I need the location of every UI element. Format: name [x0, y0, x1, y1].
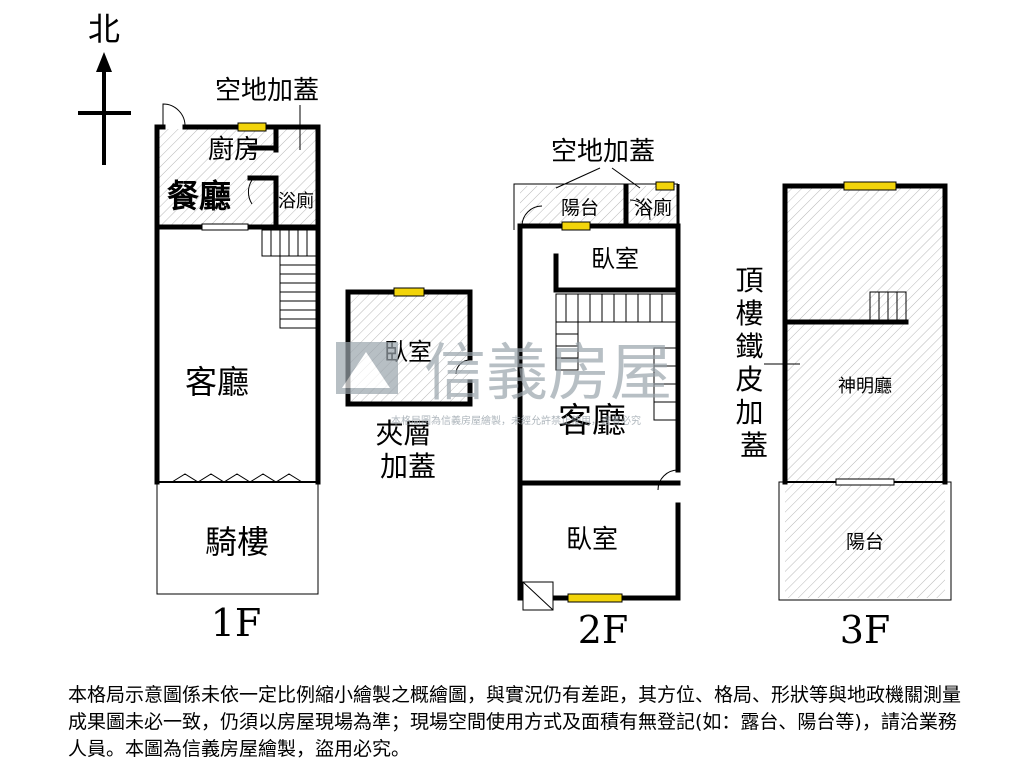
watermark-brand: 信義房屋	[424, 336, 672, 409]
floor-2f	[513, 167, 681, 611]
north-arrow-icon	[78, 52, 131, 165]
f1-wall-west	[154, 124, 166, 485]
f1-stairs-icon	[261, 229, 317, 329]
f3-shrine-hall-label: 神明廳	[838, 376, 892, 397]
f2-bath-door-icon	[629, 199, 651, 221]
mezz-window	[393, 287, 425, 297]
f2-stairs-icon	[555, 293, 677, 421]
f1-living-label: 客廳	[185, 363, 249, 401]
floor-3f	[764, 181, 952, 601]
f3-stairs-icon	[869, 291, 907, 323]
f1-wall-bath	[247, 175, 279, 230]
f1-window-north	[237, 122, 267, 132]
f2-annex-outline	[513, 183, 678, 230]
f2-living-label: 客廳	[558, 401, 626, 441]
f2-annex-pointer-b	[611, 167, 641, 189]
f2-wall-bedroom-top	[553, 253, 681, 293]
f1-arcade-label: 騎樓	[205, 523, 269, 561]
f3-floor-label: 3F	[840, 608, 891, 652]
f3-balcony-label: 陽台	[846, 531, 884, 553]
f1-hatched-area	[157, 129, 318, 227]
north-label: 北	[88, 10, 120, 48]
f2-annex-label: 空地加蓋	[551, 137, 655, 167]
f1-bath-door-icon	[248, 179, 253, 205]
f1-dining-label: 餐廳	[167, 177, 231, 215]
f2-walls-main	[517, 223, 681, 601]
watermark-logo-icon	[336, 342, 398, 394]
f3-hatched-area	[785, 186, 945, 598]
f2-bedroom-door-icon	[657, 469, 679, 491]
f2-bath-label: 浴廁	[634, 196, 672, 219]
watermark-notice: 本格局圖為信義房屋繪製，未經允許禁止使用，違者必究	[391, 414, 641, 427]
mezz-door-icon	[455, 359, 471, 375]
f1-glass-door	[201, 223, 249, 231]
f1-door-icon	[162, 103, 186, 128]
f1-wall-north-east	[182, 124, 321, 485]
f2-floor-label: 2F	[578, 608, 629, 652]
f1-floor-label: 1F	[211, 601, 262, 645]
f2-annex-pointer-a	[555, 167, 601, 189]
disclaimer-text: 本格局示意圖係未依一定比例縮小繪製之概繪圖，與實況仍有差距，其方位、格局、形狀等…	[68, 684, 962, 760]
f2-hatched-area	[520, 186, 678, 226]
floor-plan: 北	[78, 10, 952, 652]
f2-balcony-label: 陽台	[561, 197, 599, 219]
f2-window-south	[567, 593, 623, 603]
f2-balcony-door-icon	[521, 205, 543, 227]
f1-annex-label: 空地加蓋	[215, 76, 319, 106]
f2-bedroom-top-label: 臥室	[591, 245, 639, 273]
mezz-annex-label: 夾層 加蓋	[376, 417, 441, 483]
f3-window-north	[843, 181, 897, 191]
floor-1f	[154, 103, 321, 595]
f2-bedroom-bottom-label: 臥室	[566, 525, 618, 555]
f1-sliding-door-icon	[171, 473, 303, 483]
f3-annex-label: 頂 樓 鐵 皮 加 蓋	[736, 264, 773, 462]
f2-window-bath	[655, 181, 675, 191]
f1-bath-label: 浴廁	[278, 190, 314, 212]
f1-kitchen-label: 廚房	[208, 135, 260, 165]
f2-ac-unit-icon	[522, 581, 554, 611]
f2-window-balcony	[561, 221, 591, 231]
f3-glass-door	[835, 478, 895, 486]
